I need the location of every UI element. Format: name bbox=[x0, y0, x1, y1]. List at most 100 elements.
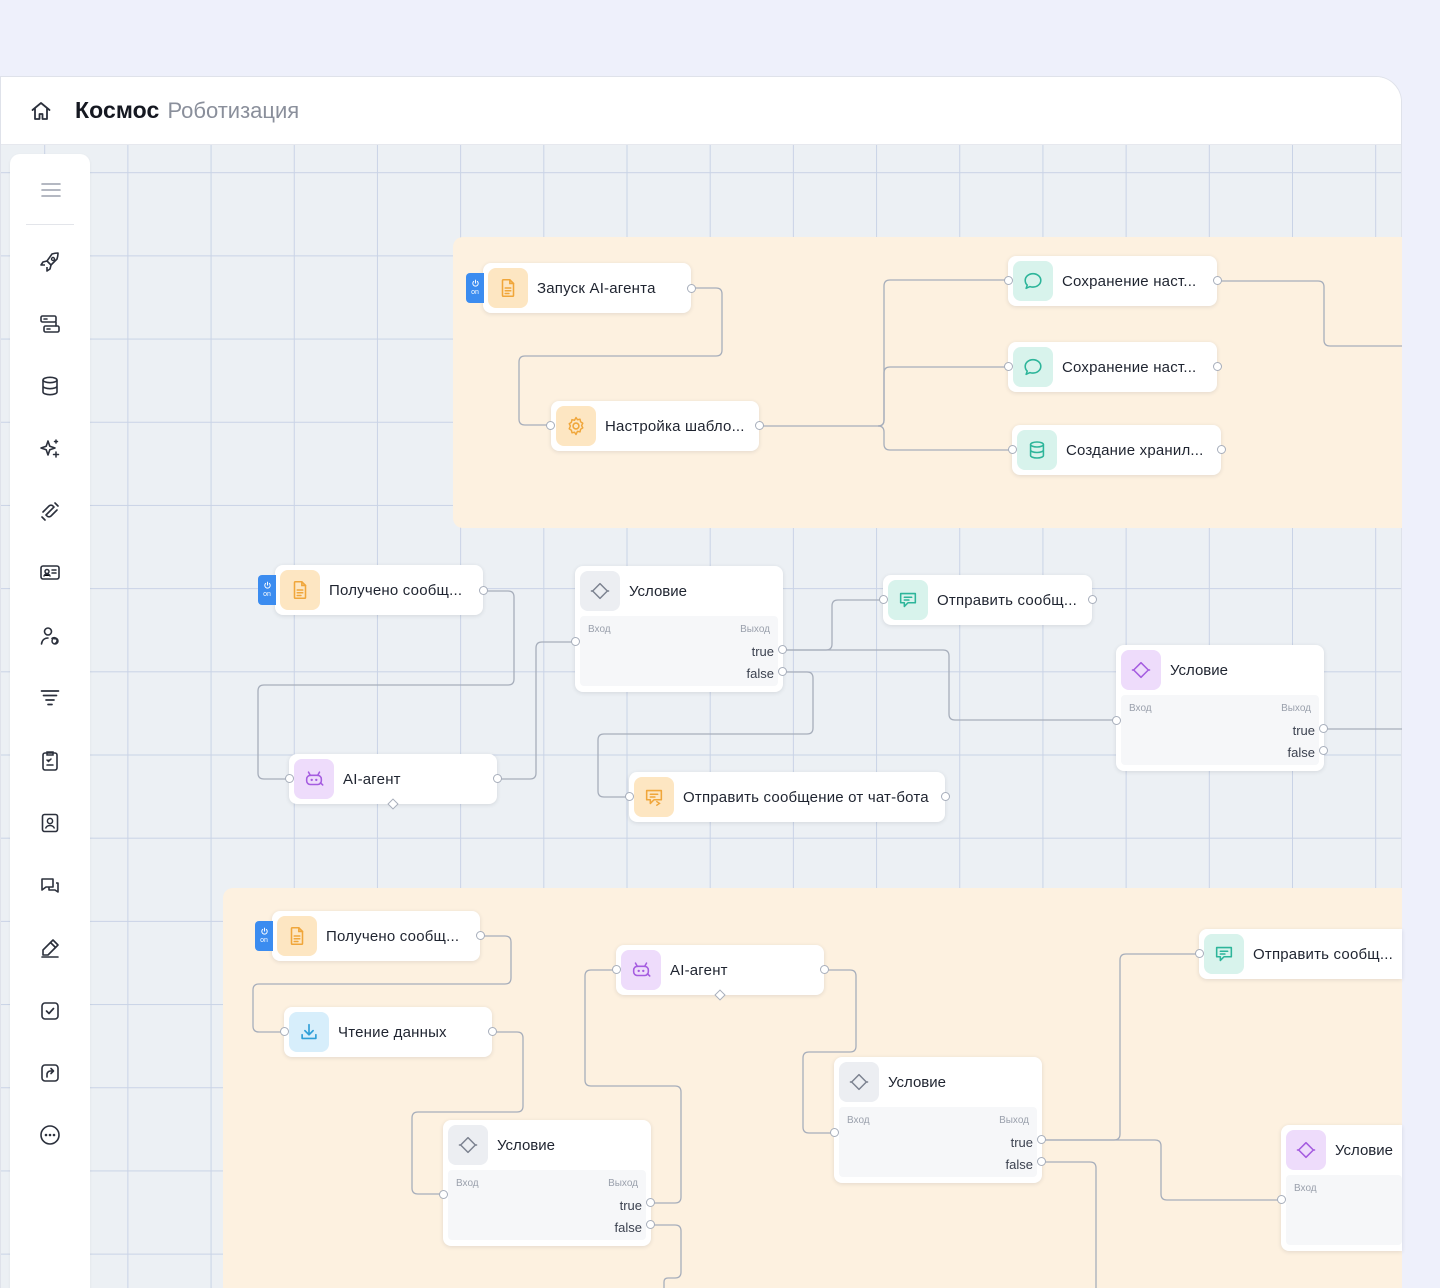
sparkles-icon[interactable] bbox=[37, 436, 63, 462]
true-port[interactable] bbox=[646, 1198, 655, 1207]
false-label: false bbox=[1287, 745, 1315, 760]
users-icon[interactable] bbox=[37, 623, 63, 649]
input-port[interactable] bbox=[1008, 445, 1017, 454]
true-port[interactable] bbox=[1037, 1135, 1046, 1144]
funnel-icon[interactable] bbox=[37, 685, 63, 711]
download-icon bbox=[289, 1012, 329, 1052]
output-port[interactable] bbox=[1088, 595, 1097, 604]
input-port[interactable] bbox=[1112, 716, 1121, 725]
rocket-icon[interactable] bbox=[37, 249, 63, 275]
output-port[interactable] bbox=[488, 1027, 497, 1036]
power-icon bbox=[263, 581, 272, 590]
node-ai-agent-start[interactable]: Запуск AI-агента bbox=[483, 263, 691, 313]
node-label: Получено сообщ... bbox=[329, 581, 463, 599]
true-port[interactable] bbox=[778, 645, 787, 654]
contact-icon[interactable] bbox=[37, 810, 63, 836]
trigger-on-badge[interactable]: on bbox=[466, 273, 484, 303]
document-icon bbox=[280, 570, 320, 610]
node-label: Отправить сообщение от чат-бота bbox=[683, 788, 929, 806]
robot-icon bbox=[621, 950, 661, 990]
power-icon bbox=[260, 927, 269, 936]
output-port[interactable] bbox=[1213, 276, 1222, 285]
node-message-received[interactable]: Получено сообщ... bbox=[275, 565, 483, 615]
node-create-storage[interactable]: Создание хранил... bbox=[1012, 425, 1221, 475]
node-read-data[interactable]: Чтение данных bbox=[284, 1007, 492, 1057]
node-condition-3[interactable]: Условие Вход Выход true false bbox=[834, 1057, 1042, 1183]
trigger-on-badge[interactable]: on bbox=[258, 575, 276, 605]
diamond-icon bbox=[580, 571, 620, 611]
chat-icon[interactable] bbox=[37, 873, 63, 899]
node-ai-agent-2[interactable]: AI-агент bbox=[616, 945, 824, 995]
page-title: Космос bbox=[75, 97, 160, 123]
false-label: false bbox=[746, 666, 774, 681]
input-port[interactable] bbox=[830, 1128, 839, 1137]
node-save-settings-1[interactable]: Сохранение наст... bbox=[1008, 256, 1217, 306]
send-message-icon bbox=[634, 777, 674, 817]
false-port[interactable] bbox=[1037, 1157, 1046, 1166]
integrations-icon[interactable] bbox=[37, 498, 63, 524]
node-send-message-2[interactable]: Отправить сообщ... bbox=[1199, 929, 1402, 979]
server-icon[interactable] bbox=[37, 311, 63, 337]
sidebar-divider bbox=[26, 224, 74, 225]
output-port[interactable] bbox=[941, 792, 950, 801]
input-port[interactable] bbox=[612, 965, 621, 974]
false-port[interactable] bbox=[778, 667, 787, 676]
input-port[interactable] bbox=[1277, 1195, 1286, 1204]
output-port[interactable] bbox=[476, 931, 485, 940]
node-condition-4[interactable]: Условие Вход Выход true false bbox=[443, 1120, 651, 1246]
node-save-settings-2[interactable]: Сохранение наст... bbox=[1008, 342, 1217, 392]
output-port[interactable] bbox=[687, 284, 696, 293]
output-port[interactable] bbox=[820, 965, 829, 974]
task-check-icon[interactable] bbox=[37, 998, 63, 1024]
pen-icon[interactable] bbox=[37, 935, 63, 961]
node-label: Настройка шабло... bbox=[605, 417, 745, 435]
input-port[interactable] bbox=[546, 421, 555, 430]
trigger-on-badge[interactable]: on bbox=[255, 921, 273, 951]
chat-bubble-icon bbox=[1013, 261, 1053, 301]
input-port[interactable] bbox=[625, 792, 634, 801]
node-template-setup[interactable]: Настройка шабло... bbox=[551, 401, 759, 451]
more-icon[interactable] bbox=[37, 1122, 63, 1148]
node-send-chatbot-message[interactable]: Отправить сообщение от чат-бота bbox=[629, 772, 945, 822]
input-port[interactable] bbox=[1195, 949, 1204, 958]
node-condition-5[interactable]: Условие Вход bbox=[1281, 1125, 1402, 1251]
output-port[interactable] bbox=[1213, 362, 1222, 371]
checklist-icon[interactable] bbox=[37, 748, 63, 774]
send-message-icon bbox=[888, 580, 928, 620]
node-ai-agent[interactable]: AI-агент bbox=[289, 754, 497, 804]
input-port[interactable] bbox=[879, 595, 888, 604]
node-label: Отправить сообщ... bbox=[1253, 945, 1393, 963]
output-port[interactable] bbox=[493, 774, 502, 783]
menu-icon[interactable] bbox=[41, 182, 63, 203]
database-icon[interactable] bbox=[37, 373, 63, 399]
node-label: Сохранение наст... bbox=[1062, 358, 1197, 376]
input-port[interactable] bbox=[439, 1190, 448, 1199]
output-port[interactable] bbox=[1217, 445, 1226, 454]
false-label: false bbox=[614, 1220, 642, 1235]
false-label: false bbox=[1005, 1157, 1033, 1172]
true-label: true bbox=[1292, 723, 1315, 738]
output-label: Выход bbox=[608, 1178, 638, 1189]
false-port[interactable] bbox=[1319, 746, 1328, 755]
output-port[interactable] bbox=[755, 421, 764, 430]
node-message-received-2[interactable]: Получено сообщ... bbox=[272, 911, 480, 961]
diamond-icon bbox=[1286, 1130, 1326, 1170]
node-send-message[interactable]: Отправить сообщ... bbox=[883, 575, 1092, 625]
input-port[interactable] bbox=[280, 1027, 289, 1036]
node-label: Создание хранил... bbox=[1066, 441, 1204, 459]
home-button[interactable] bbox=[23, 93, 59, 129]
output-port[interactable] bbox=[479, 586, 488, 595]
input-port[interactable] bbox=[1004, 362, 1013, 371]
node-condition-2[interactable]: Условие Вход Выход true false bbox=[1116, 645, 1324, 771]
false-port[interactable] bbox=[646, 1220, 655, 1229]
share-icon[interactable] bbox=[37, 1060, 63, 1086]
node-condition[interactable]: Условие Вход Выход true false bbox=[575, 566, 783, 692]
input-port[interactable] bbox=[571, 637, 580, 646]
node-label: Условие bbox=[629, 582, 687, 600]
input-port[interactable] bbox=[285, 774, 294, 783]
true-port[interactable] bbox=[1319, 724, 1328, 733]
id-card-icon[interactable] bbox=[37, 560, 63, 586]
output-label: Выход bbox=[999, 1115, 1029, 1126]
chat-bubble-icon bbox=[1013, 347, 1053, 387]
input-port[interactable] bbox=[1004, 276, 1013, 285]
